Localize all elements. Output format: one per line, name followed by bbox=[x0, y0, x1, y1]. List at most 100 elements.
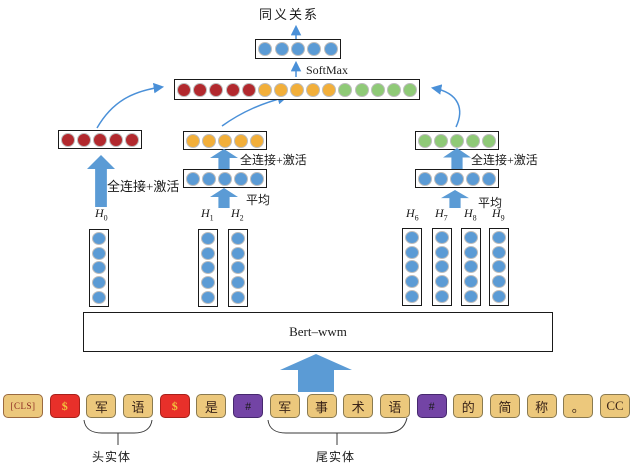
green-dot bbox=[434, 133, 448, 148]
blue-dot bbox=[290, 42, 305, 56]
token-dollar: $ bbox=[49, 394, 80, 418]
hidden-column-h8 bbox=[461, 228, 481, 306]
red-dot bbox=[61, 132, 75, 147]
h-base: H bbox=[95, 206, 104, 220]
blue-dot bbox=[231, 231, 245, 245]
h-sub: 8 bbox=[472, 213, 477, 223]
yellow-dot bbox=[186, 133, 200, 148]
bert-encoder-label: Bert–wwm bbox=[289, 324, 347, 339]
red-dot bbox=[109, 132, 123, 147]
yellow-dot bbox=[306, 82, 321, 97]
yellow-dot bbox=[322, 82, 337, 97]
blue-dot bbox=[92, 291, 106, 305]
blue-dot bbox=[434, 171, 448, 186]
red-dot bbox=[177, 82, 192, 97]
blue-dot bbox=[464, 290, 478, 304]
blue-dot bbox=[231, 291, 245, 305]
blue-dot bbox=[405, 290, 419, 304]
hidden-label-h6: H6 bbox=[406, 206, 419, 222]
h-base: H bbox=[201, 206, 210, 220]
blue-dot bbox=[234, 171, 248, 186]
blue-dot bbox=[202, 171, 216, 186]
input-arrow bbox=[280, 354, 352, 392]
green-dot bbox=[354, 82, 369, 97]
blue-dot bbox=[258, 42, 273, 56]
red-dot bbox=[93, 132, 107, 147]
green-dot bbox=[450, 133, 464, 148]
red-dot bbox=[241, 82, 256, 97]
token-plain: 。 bbox=[563, 394, 594, 418]
mid-avg-vector-box bbox=[183, 169, 267, 188]
blue-dot bbox=[450, 171, 464, 186]
blue-dot bbox=[92, 276, 106, 290]
blue-dot bbox=[231, 261, 245, 275]
fc-activation-label-mid: 全连接+激活 bbox=[240, 153, 307, 167]
yellow-dot bbox=[290, 82, 304, 97]
blue-dot bbox=[307, 42, 322, 56]
token-plain: 军 bbox=[269, 394, 300, 418]
h-sub: 6 bbox=[414, 213, 419, 223]
hidden-column-h7 bbox=[432, 228, 452, 306]
head-fc-vector-box bbox=[58, 130, 142, 149]
blue-dot bbox=[201, 291, 215, 305]
blue-dot bbox=[405, 245, 419, 259]
blue-dot bbox=[482, 171, 496, 186]
green-dot bbox=[370, 82, 385, 97]
blue-dot bbox=[492, 230, 506, 244]
hidden-column-h0 bbox=[89, 229, 109, 307]
hidden-label-h9: H9 bbox=[492, 206, 505, 222]
blue-dot bbox=[435, 275, 449, 289]
token-plain: 语 bbox=[123, 394, 154, 418]
token-plain: 军 bbox=[86, 394, 117, 418]
arrow-midvec-to-concat bbox=[221, 94, 289, 127]
blue-dot bbox=[435, 290, 449, 304]
hidden-column-h2 bbox=[228, 229, 248, 307]
yellow-dot bbox=[273, 82, 288, 97]
token-plain: 的 bbox=[453, 394, 484, 418]
green-dot bbox=[338, 82, 353, 97]
red-dot bbox=[209, 82, 224, 97]
avg-arrow-mid bbox=[210, 188, 238, 208]
h-sub: 7 bbox=[443, 213, 448, 223]
h-sub: 2 bbox=[239, 213, 244, 223]
token-hash: # bbox=[233, 394, 264, 418]
fc-arrow-mid bbox=[210, 149, 238, 169]
blue-dot bbox=[405, 230, 419, 244]
token-dollar: $ bbox=[159, 394, 190, 418]
fc-arrow-right bbox=[443, 148, 471, 169]
tail-entity-brace bbox=[267, 417, 408, 434]
tail-fc-vector-box bbox=[415, 131, 499, 150]
token-plain: 术 bbox=[343, 394, 374, 418]
red-dot bbox=[225, 82, 240, 97]
token-plain: 称 bbox=[526, 394, 557, 418]
blue-dot bbox=[201, 246, 215, 260]
h-sub: 9 bbox=[500, 213, 505, 223]
input-token-row: [CLS]$军语$是#军事术语#的简称。CC bbox=[3, 394, 630, 418]
hidden-label-h0: H0 bbox=[95, 206, 108, 222]
blue-dot bbox=[405, 260, 419, 274]
hidden-column-h1 bbox=[198, 229, 218, 307]
blue-dot bbox=[466, 171, 480, 186]
hidden-column-h9 bbox=[489, 228, 509, 306]
blue-dot bbox=[231, 276, 245, 290]
hidden-label-h7: H7 bbox=[435, 206, 448, 222]
average-label-mid: 平均 bbox=[246, 193, 271, 207]
tail-avg-vector-box bbox=[415, 169, 499, 188]
blue-dot bbox=[201, 231, 215, 245]
hidden-column-h6 bbox=[402, 228, 422, 306]
mid-fc-vector-box bbox=[183, 131, 267, 150]
yellow-dot bbox=[234, 133, 248, 148]
yellow-dot bbox=[202, 133, 216, 148]
concat-vector-box bbox=[174, 79, 420, 100]
token-cls: [CLS] bbox=[3, 394, 43, 418]
blue-dot bbox=[464, 230, 478, 244]
blue-dot bbox=[92, 261, 106, 275]
token-hash: # bbox=[416, 394, 447, 418]
blue-dot bbox=[218, 171, 232, 186]
blue-dot bbox=[492, 275, 506, 289]
token-plain: 是 bbox=[196, 394, 227, 418]
blue-dot bbox=[492, 245, 506, 259]
hidden-label-h8: H8 bbox=[464, 206, 477, 222]
blue-dot bbox=[492, 260, 506, 274]
